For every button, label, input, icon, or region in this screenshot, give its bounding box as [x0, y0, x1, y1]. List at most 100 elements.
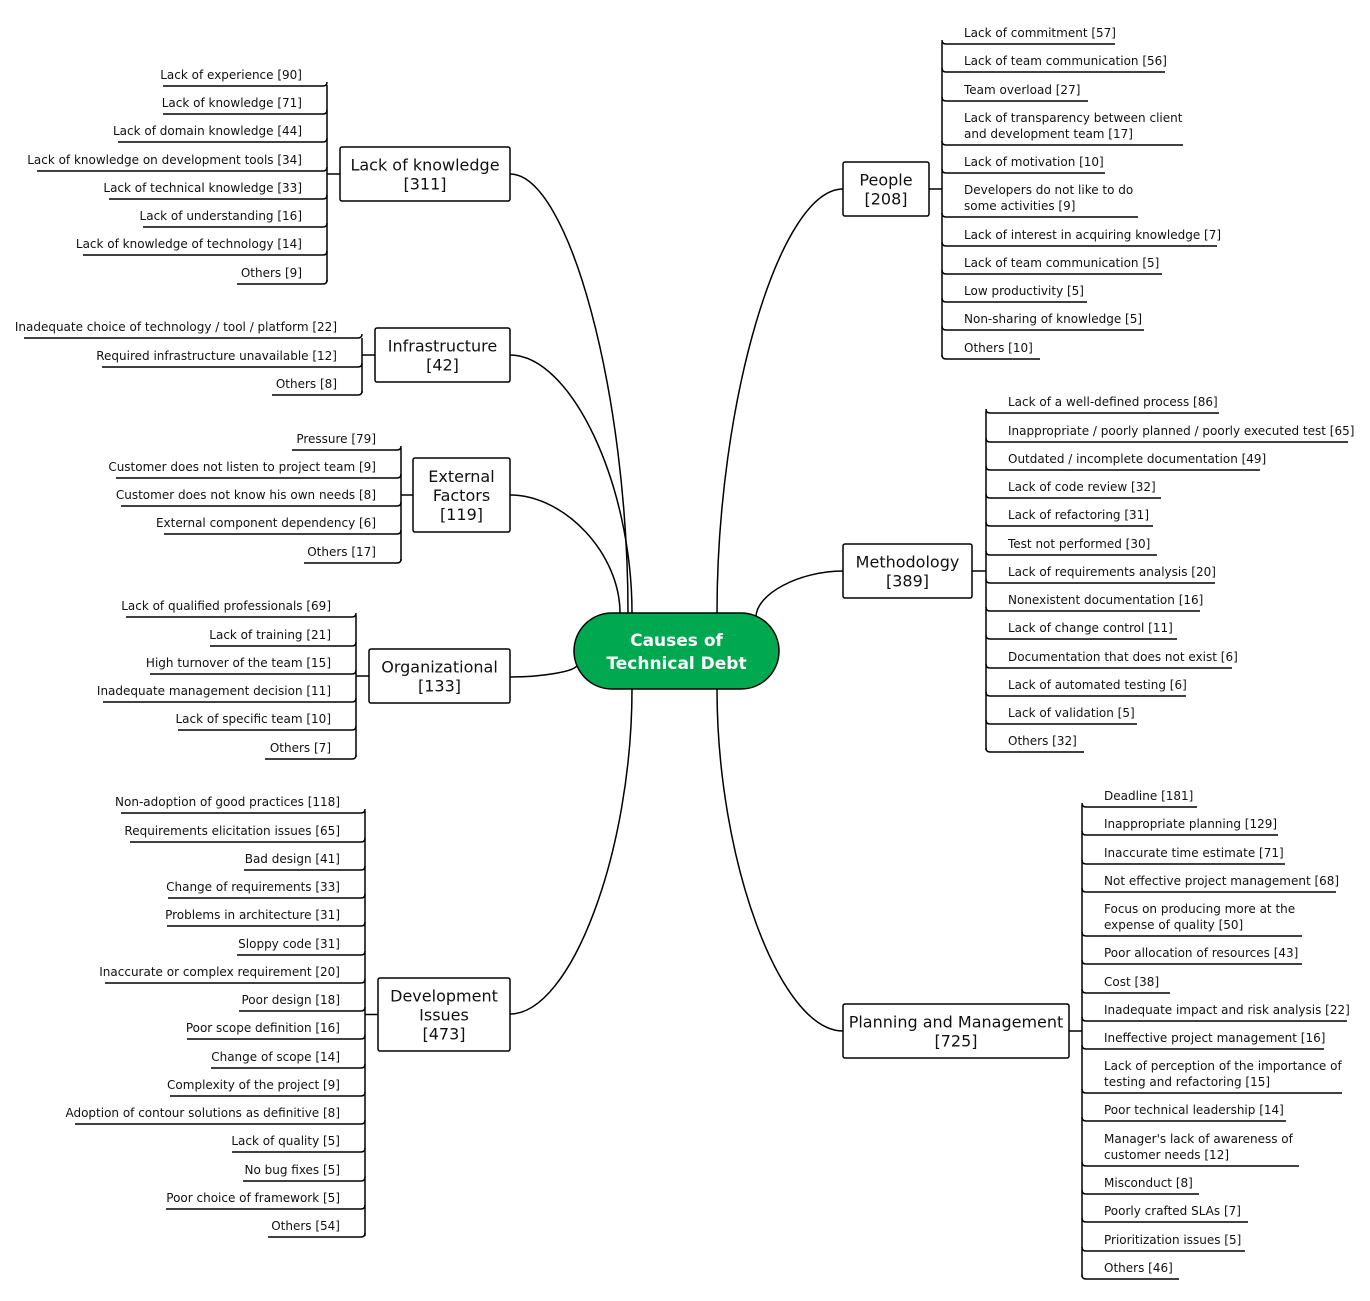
leaf-item[interactable]: Lack of training [21] — [209, 628, 357, 647]
leaf-item[interactable]: Ineffective project management [16] — [1081, 1031, 1325, 1050]
leaf-item[interactable]: Inappropriate planning [129] — [1081, 817, 1278, 836]
leaf-item[interactable]: Lack of validation [5] — [985, 706, 1137, 725]
leaf-item[interactable]: Nonexistent documentation [16] — [985, 593, 1203, 612]
leaf-item[interactable]: Problems in architecture [31] — [165, 908, 366, 927]
leaf-item[interactable]: Poor scope definition [16] — [186, 1021, 366, 1040]
leaf-item[interactable]: Lack of code review [32] — [985, 480, 1161, 499]
category-planning-and-management[interactable] — [842, 1003, 1070, 1059]
leaf-item[interactable]: Adoption of contour solutions as definit… — [65, 1106, 366, 1125]
leaf-item[interactable]: Poor design [18] — [239, 993, 366, 1012]
leaf-item[interactable]: Lack of knowledge of technology [14] — [76, 237, 328, 256]
leaf-label: Complexity of the project [9] — [167, 1078, 340, 1092]
leaf-item[interactable]: Inaccurate or complex requirement [20] — [99, 965, 366, 984]
leaf-item[interactable]: Inadequate management decision [11] — [97, 684, 357, 703]
leaf-item[interactable]: Inappropriate / poorly planned / poorly … — [985, 424, 1354, 443]
leaf-item[interactable]: Team overload [27] — [941, 83, 1088, 102]
leaf-item[interactable]: Lack of perception of the importance oft… — [1081, 1059, 1342, 1094]
leaf-item[interactable]: Lack of domain knowledge [44] — [113, 124, 328, 143]
leaf-item[interactable]: Lack of knowledge [71] — [162, 96, 328, 115]
leaf-item[interactable]: Others [32] — [985, 734, 1084, 753]
category-development-issues[interactable] — [377, 977, 511, 1052]
leaf-label: Lack of knowledge on development tools [… — [27, 153, 302, 167]
leaf-item[interactable]: Lack of quality [5] — [231, 1134, 366, 1153]
leaf-item[interactable]: Inaccurate time estimate [71] — [1081, 846, 1285, 865]
category-infrastructure[interactable] — [374, 327, 511, 383]
leaf-item[interactable]: Bad design [41] — [244, 852, 366, 871]
leaf-item[interactable]: Not effective project management [68] — [1081, 874, 1339, 893]
leaf-item[interactable]: Customer does not listen to project team… — [108, 460, 402, 479]
leaf-item[interactable]: Poorly crafted SLAs [7] — [1081, 1204, 1248, 1223]
leaf-item[interactable]: Lack of refactoring [31] — [985, 508, 1153, 527]
category-lack-of-knowledge[interactable] — [339, 146, 511, 202]
leaf-item[interactable]: Lack of change control [11] — [985, 621, 1177, 640]
root-node[interactable] — [573, 612, 780, 690]
leaf-item[interactable]: Deadline [181] — [1081, 789, 1197, 808]
leaf-item[interactable]: Change of scope [14] — [211, 1050, 366, 1069]
category-methodology[interactable] — [842, 543, 973, 599]
leaf-label: Poor choice of framework [5] — [166, 1191, 340, 1205]
category-organizational[interactable] — [368, 648, 511, 704]
leaf-item[interactable]: Lack of interest in acquiring knowledge … — [941, 228, 1221, 247]
leaf-item[interactable]: Lack of knowledge on development tools [… — [27, 153, 328, 172]
leaf-label: Sloppy code [31] — [238, 937, 340, 951]
leaf-item[interactable]: Lack of understanding [16] — [140, 209, 328, 228]
leaf-item[interactable]: Poor allocation of resources [43] — [1081, 946, 1302, 965]
leaf-item[interactable]: Lack of specific team [10] — [175, 712, 357, 731]
leaf-item[interactable]: Prioritization issues [5] — [1081, 1233, 1245, 1252]
leaf-item[interactable]: Lack of motivation [10] — [941, 155, 1105, 174]
leaf-item[interactable]: Others [17] — [304, 545, 402, 564]
category-label: Planning and Management — [849, 1013, 1064, 1032]
leaf-item[interactable]: Others [9] — [237, 266, 328, 285]
category-people[interactable] — [842, 161, 930, 217]
leaf-item[interactable]: Test not performed [30] — [985, 537, 1157, 556]
leaf-item[interactable]: Lack of experience [90] — [160, 68, 328, 87]
leaf-item[interactable]: Requirements elicitation issues [65] — [124, 824, 366, 843]
leaf-item[interactable]: Poor choice of framework [5] — [166, 1191, 366, 1210]
leaf-item[interactable]: Others [8] — [272, 377, 363, 396]
leaf-item[interactable]: Lack of a well-defined process [86] — [985, 395, 1219, 414]
leaf-item[interactable]: Non-adoption of good practices [118] — [115, 795, 366, 814]
leaf-item[interactable]: Customer does not know his own needs [8] — [116, 488, 402, 507]
leaf-item[interactable]: Others [54] — [268, 1219, 366, 1238]
category-external-factors[interactable] — [412, 457, 511, 533]
leaf-item[interactable]: Non-sharing of knowledge [5] — [941, 312, 1144, 331]
leaf-item[interactable]: Outdated / incomplete documentation [49] — [985, 452, 1266, 471]
leaf-item[interactable]: Lack of requirements analysis [20] — [985, 565, 1216, 584]
leaf-item[interactable]: Others [46] — [1081, 1261, 1179, 1280]
leaf-label: Low productivity [5] — [964, 284, 1084, 298]
category-label: Lack of knowledge — [350, 156, 499, 175]
leaf-item[interactable]: Low productivity [5] — [941, 284, 1087, 303]
leaf-underline — [126, 612, 357, 618]
leaf-item[interactable]: Lack of automated testing [6] — [985, 678, 1187, 697]
leaf-label: and development team [17] — [964, 127, 1133, 141]
leaf-underline — [1081, 1016, 1347, 1022]
leaf-item[interactable]: Inadequate choice of technology / tool /… — [15, 320, 363, 339]
leaf-item[interactable]: Pressure [79] — [292, 432, 402, 451]
leaf-item[interactable]: No bug fixes [5] — [243, 1163, 366, 1182]
leaf-item[interactable]: Inadequate impact and risk analysis [22] — [1081, 1003, 1350, 1022]
leaf-item[interactable]: Poor technical leadership [14] — [1081, 1103, 1286, 1122]
leaf-underline — [985, 691, 1186, 697]
leaf-item[interactable]: Sloppy code [31] — [237, 937, 366, 956]
leaf-item[interactable]: Misconduct [8] — [1081, 1176, 1199, 1195]
leaf-item[interactable]: External component dependency [6] — [156, 516, 402, 535]
leaf-item[interactable]: Lack of commitment [57] — [941, 26, 1116, 45]
leaf-item[interactable]: Others [10] — [941, 341, 1040, 360]
leaf-item[interactable]: Lack of qualified professionals [69] — [121, 599, 357, 618]
leaf-underline — [985, 663, 1232, 669]
leaf-item[interactable]: Required infrastructure unavailable [12] — [96, 349, 363, 368]
leaf-label: Lack of a well-defined process [86] — [1008, 395, 1218, 409]
leaf-item[interactable]: Lack of technical knowledge [33] — [103, 181, 328, 200]
leaf-item[interactable]: Lack of team communication [5] — [941, 256, 1162, 275]
leaf-item[interactable]: Documentation that does not exist [6] — [985, 650, 1238, 669]
leaf-item[interactable]: Lack of team communication [56] — [941, 54, 1167, 73]
leaf-item[interactable]: Complexity of the project [9] — [167, 1078, 366, 1097]
leaf-item[interactable]: Change of requirements [33] — [166, 880, 366, 899]
leaf-item[interactable]: Cost [38] — [1081, 975, 1170, 994]
leaf-item[interactable]: High turnover of the team [15] — [146, 656, 357, 675]
leaf-item[interactable]: Others [7] — [265, 741, 357, 760]
